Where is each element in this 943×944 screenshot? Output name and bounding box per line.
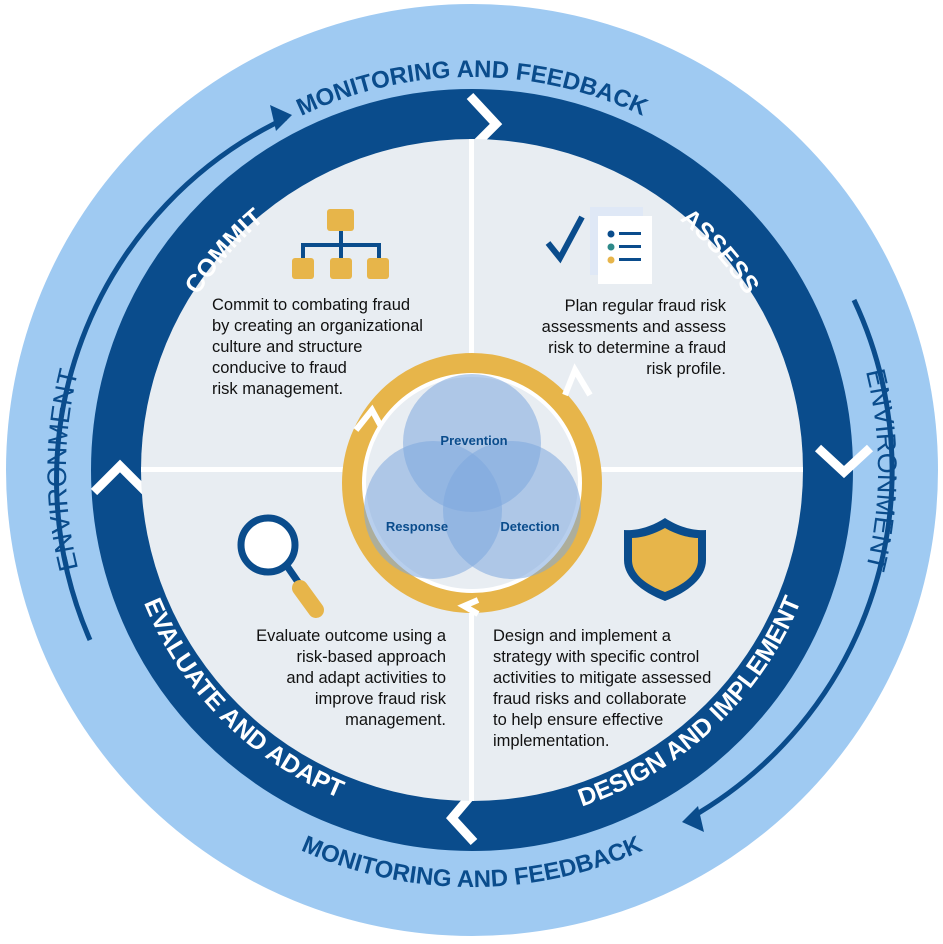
chevron-left xyxy=(90,459,150,496)
description-design: Design and implement a strategy with spe… xyxy=(493,627,712,750)
venn-detection xyxy=(443,441,581,579)
monitoring-arrow-left-head xyxy=(270,105,292,131)
cycle-chevron-top xyxy=(562,363,593,397)
monitoring-arrow-left xyxy=(54,115,288,641)
shield-icon xyxy=(624,518,706,601)
monitoring-arrow-right xyxy=(688,298,895,821)
description-evaluate: Evaluate outcome using a risk-based appr… xyxy=(256,627,446,729)
chevron-right xyxy=(814,444,874,479)
cycle-chevron-bottom xyxy=(457,597,480,617)
cycle-chevron-left xyxy=(353,404,387,434)
venn-label-response: Response xyxy=(386,519,448,534)
venn-label-prevention: Prevention xyxy=(440,433,507,448)
monitoring-arrow-right-head xyxy=(682,806,704,832)
venn-label-detection: Detection xyxy=(500,519,559,534)
checklist-icon xyxy=(545,207,652,284)
description-assess: Plan regular fraud risk assessments and … xyxy=(541,297,726,378)
org-chart-icon xyxy=(292,209,389,279)
description-commit: Commit to combating fraud by creating an… xyxy=(212,296,423,398)
magnifier-icon xyxy=(237,514,324,618)
